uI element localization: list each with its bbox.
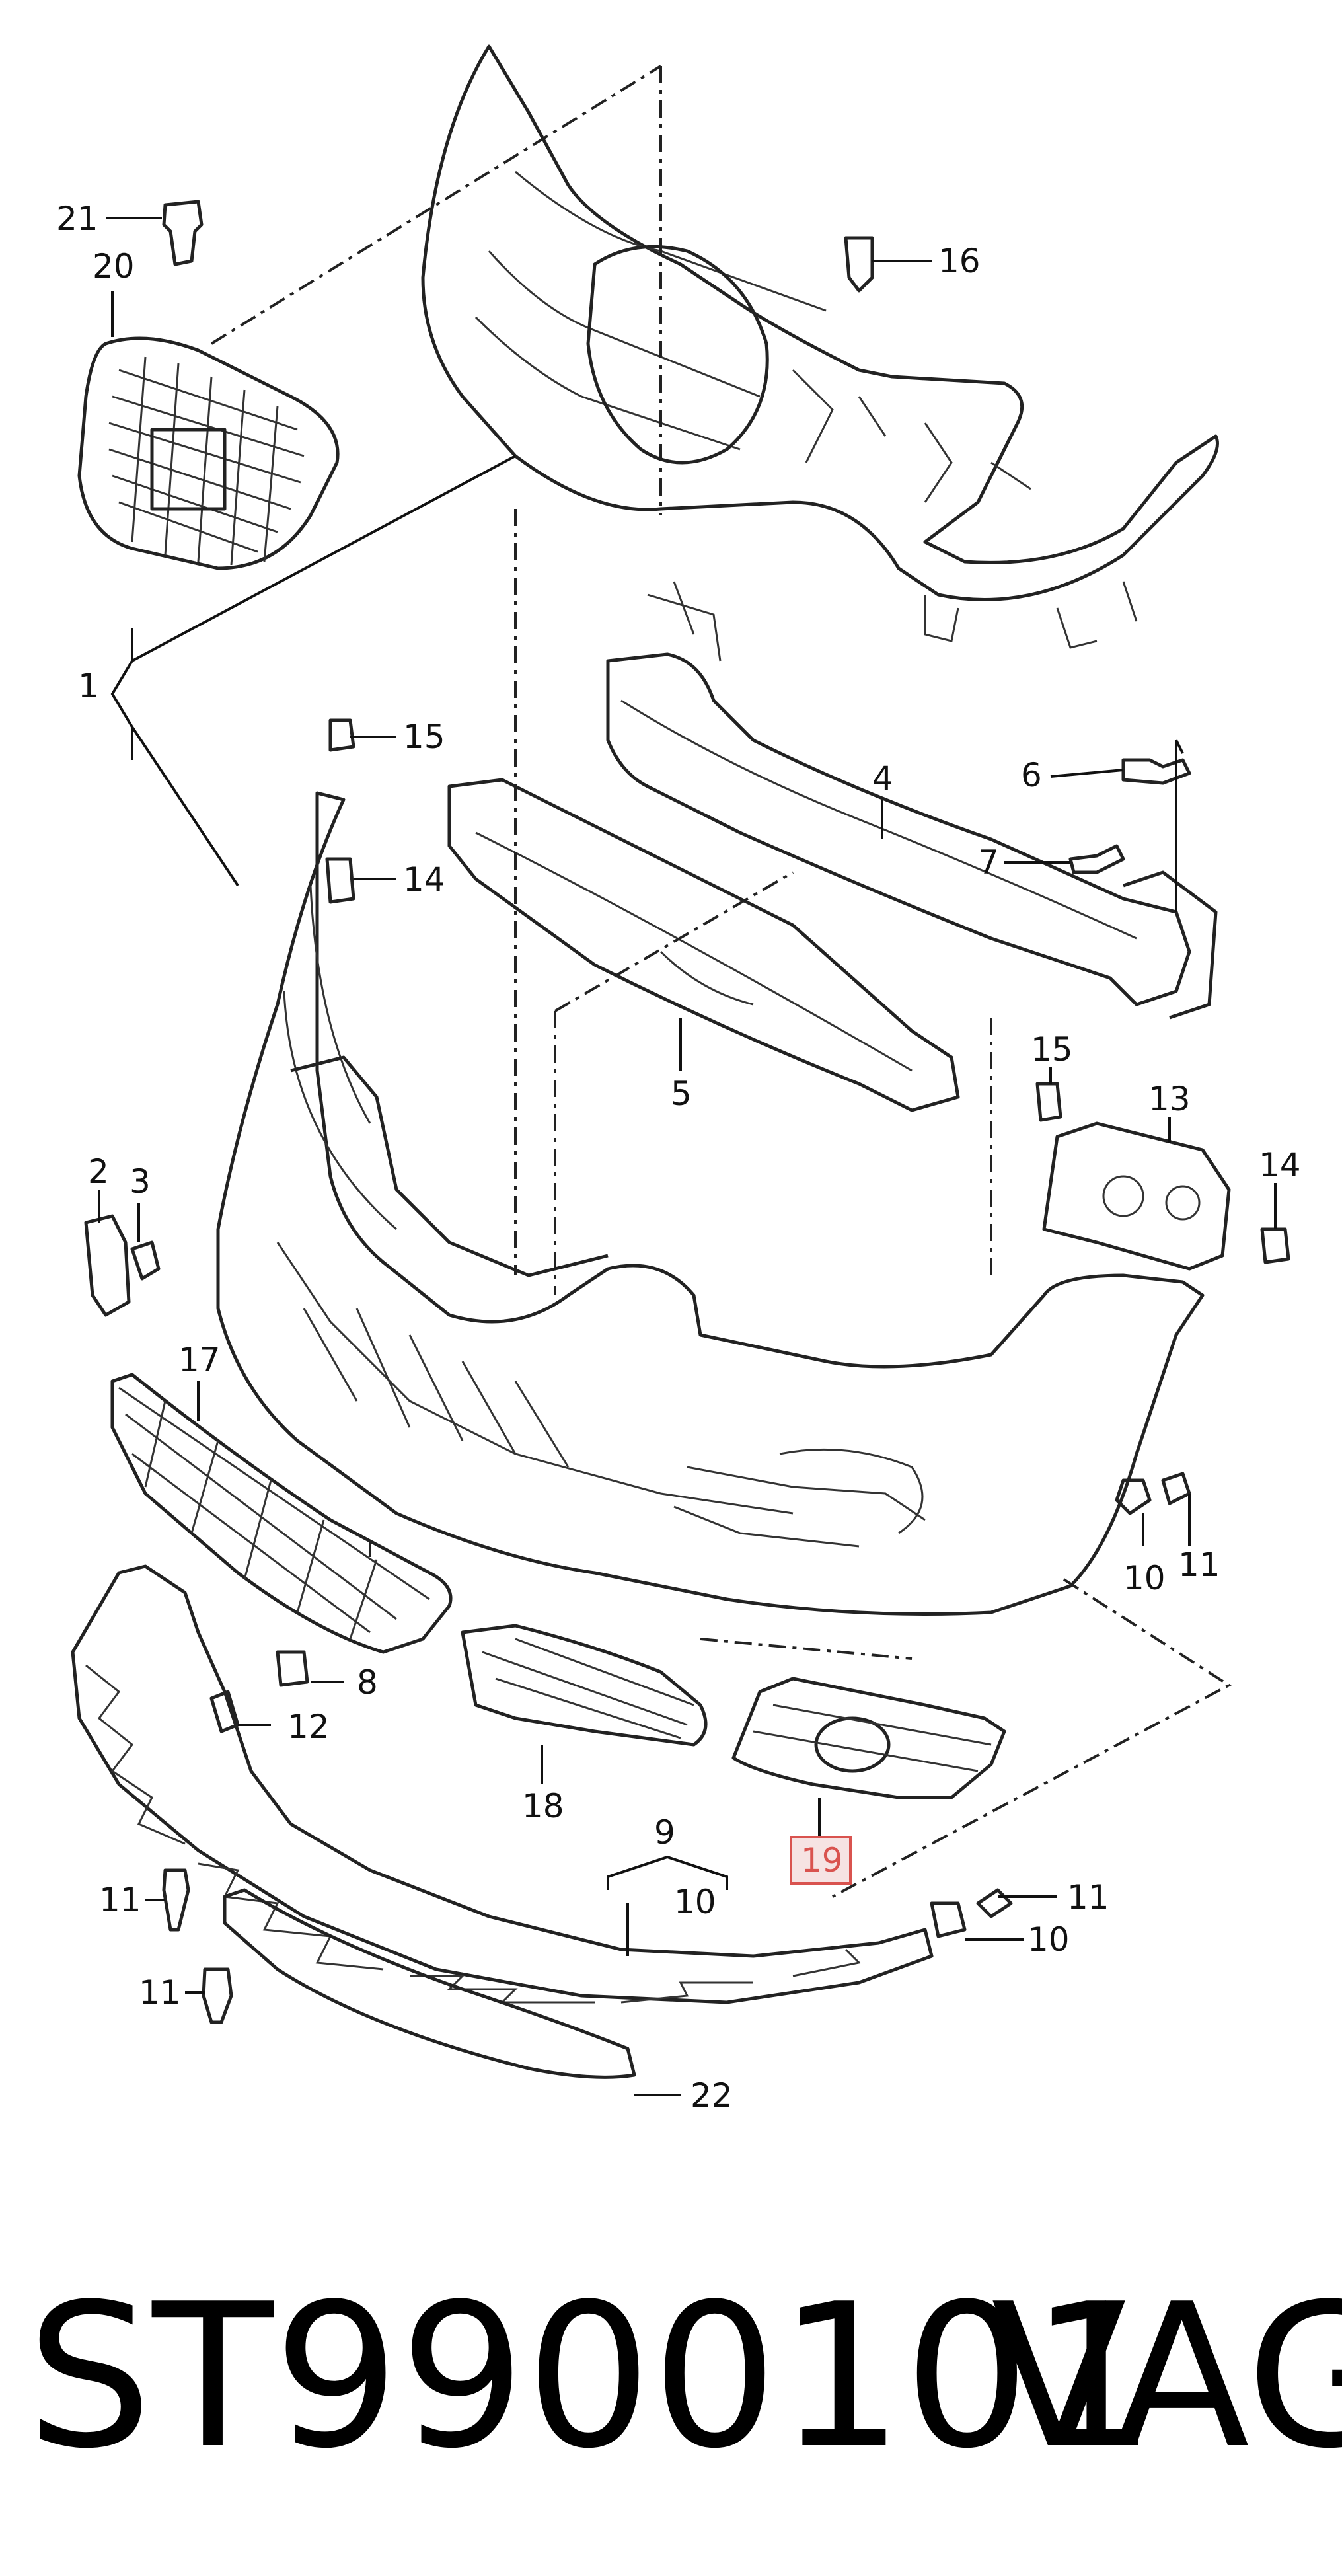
fog-lamp-grille-part (731, 1677, 1006, 1799)
leader-lines (98, 217, 1277, 2096)
side-bracket-part (1042, 1121, 1231, 1271)
callout-10c: 10 (1027, 1920, 1070, 1959)
callout-4: 4 (872, 759, 893, 798)
fastener-group-top (325, 236, 1290, 1264)
callout-15b: 15 (1031, 1030, 1073, 1069)
callout-1: 1 (78, 667, 99, 705)
callout-6: 6 (1021, 756, 1042, 794)
brand-name: VAG (991, 2261, 1342, 2492)
callout-7: 7 (978, 843, 999, 882)
callout-9: 9 (654, 1813, 675, 1852)
callout-11a: 11 (1178, 1546, 1220, 1584)
group-brackets (110, 455, 1184, 1956)
callout-11d: 11 (139, 1973, 181, 2012)
callout-18: 18 (522, 1787, 564, 1825)
fastener-group-right (930, 1472, 1191, 1938)
callout-20: 20 (93, 247, 135, 285)
callout-14b: 14 (1259, 1146, 1301, 1184)
callout-8: 8 (357, 1663, 378, 1702)
lower-grille-part (110, 1373, 453, 1654)
callout-10b: 10 (674, 1883, 716, 1921)
callout-3: 3 (130, 1162, 151, 1201)
callout-19-highlight (790, 1836, 852, 1885)
lower-spoiler-part (71, 1564, 934, 2004)
trim-strip-part (223, 1888, 636, 2079)
fastener-group-left (162, 1650, 309, 2024)
left-grille-part (461, 1624, 708, 1747)
assembly-guides (210, 65, 1232, 1898)
impact-beam-part (606, 581, 1218, 1020)
callout-22: 22 (690, 2076, 733, 2115)
callout-labels: 21 20 16 1 15 14 6 7 4 5 15 13 14 2 3 17… (56, 200, 1301, 2115)
clip-part-21 (162, 200, 204, 266)
callout-16: 16 (938, 242, 981, 280)
callout-15a: 15 (403, 718, 445, 756)
callout-11c: 11 (99, 1881, 141, 1919)
callout-17: 17 (178, 1341, 221, 1379)
callout-5: 5 (671, 1075, 692, 1113)
callout-12: 12 (287, 1708, 330, 1746)
callout-10a: 10 (1123, 1559, 1166, 1597)
part-number: ST9900101 (26, 2261, 1156, 2492)
bumper-carrier-part (421, 44, 1219, 649)
callout-11b: 11 (1067, 1878, 1109, 1916)
tow-cover-part (84, 1214, 161, 1317)
callout-14a: 14 (403, 860, 445, 899)
callout-19: 19 (801, 1841, 843, 1879)
grille-part (77, 336, 340, 570)
callout-2: 2 (88, 1153, 109, 1191)
bumper-cover-part (216, 791, 1205, 1616)
callout-13: 13 (1148, 1080, 1191, 1118)
callout-21: 21 (56, 200, 98, 238)
